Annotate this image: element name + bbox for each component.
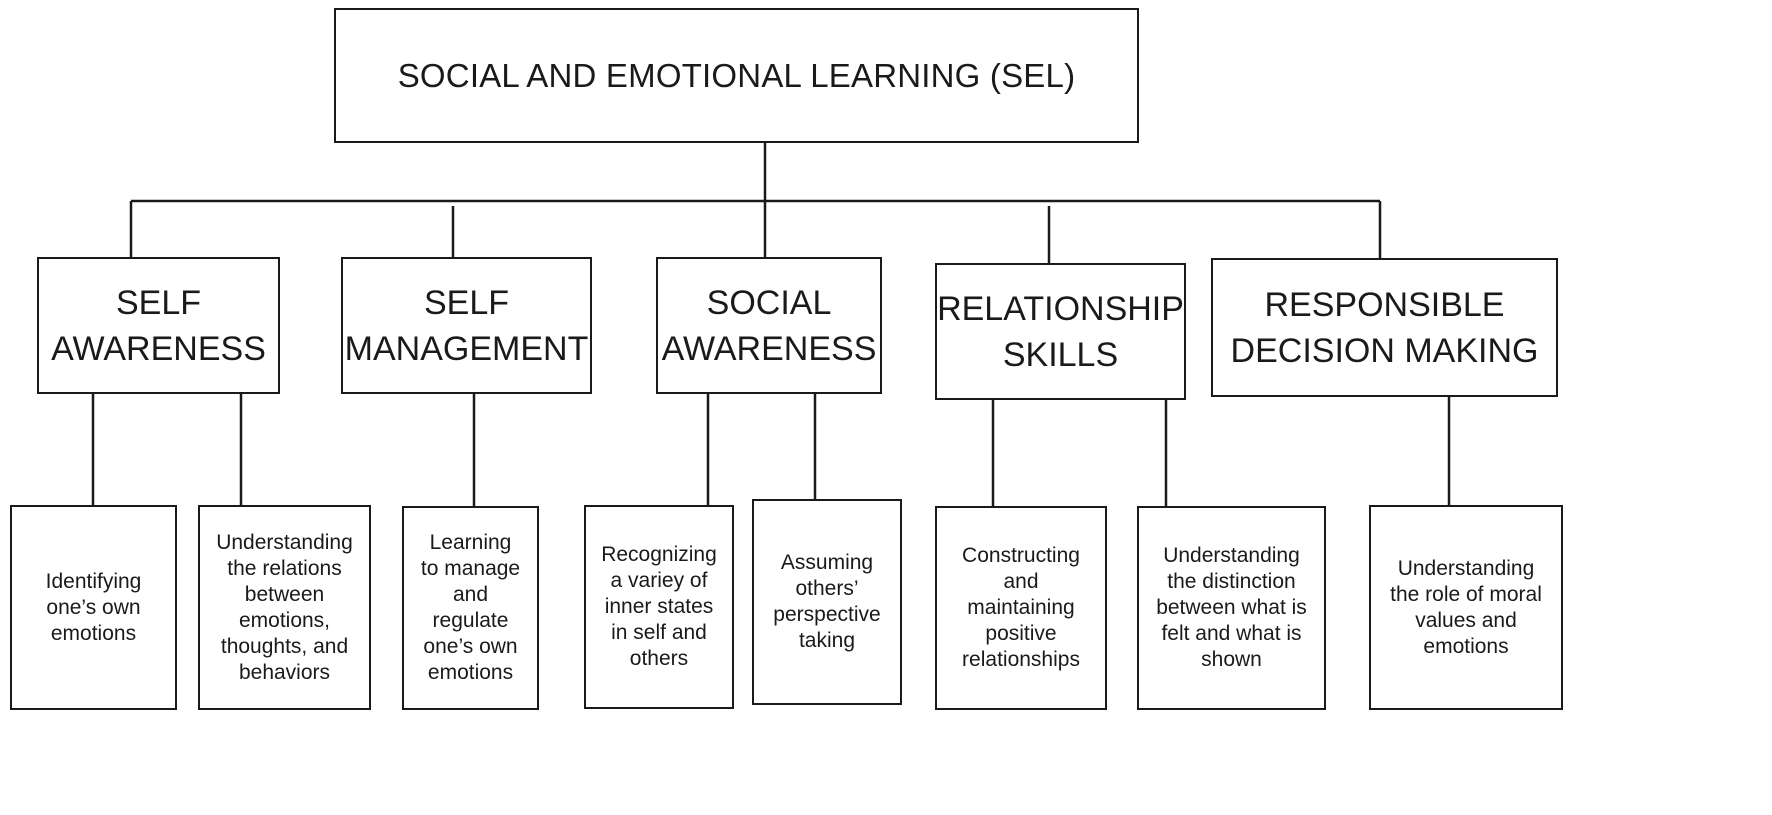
- leaf-box-learning-to-manage: Learning to manage and regulate one’s ow…: [402, 506, 539, 710]
- category-label: SOCIAL AWARENESS: [661, 283, 877, 368]
- leaf-label: Learning to manage and regulate one’s ow…: [420, 531, 521, 684]
- leaf-label: Understanding the distinction between wh…: [1156, 544, 1307, 671]
- category-box-social-awareness: SOCIAL AWARENESS: [656, 257, 882, 394]
- leaf-label: Understanding the relations between emot…: [216, 530, 353, 684]
- leaf-box-constructing-relationships: Constructing and maintaining positive re…: [935, 506, 1107, 710]
- category-box-self-management: SELF MANAGEMENT: [341, 257, 592, 394]
- leaf-box-distinction-felt-shown: Understanding the distinction between wh…: [1137, 506, 1326, 710]
- leaf-box-assuming-perspective: Assuming others’ perspective taking: [752, 499, 902, 705]
- leaf-label: Recognizing a variey of inner states in …: [601, 543, 717, 670]
- root-box: SOCIAL AND EMOTIONAL LEARNING (SEL): [334, 8, 1139, 143]
- leaf-box-recognizing-states: Recognizing a variey of inner states in …: [584, 505, 734, 709]
- leaf-label: Identifying one’s own emotions: [45, 569, 142, 645]
- root-label: SOCIAL AND EMOTIONAL LEARNING (SEL): [397, 56, 1076, 94]
- leaf-box-identifying-emotions: Identifying one’s own emotions: [10, 505, 177, 710]
- category-label: SELF MANAGEMENT: [344, 283, 589, 368]
- leaf-box-role-of-moral-values: Understanding the role of moral values a…: [1369, 505, 1563, 710]
- category-box-relationship-skills: RELATIONSHIP SKILLS: [935, 263, 1186, 400]
- category-label: RELATIONSHIP SKILLS: [937, 289, 1184, 374]
- leaf-box-understanding-relations: Understanding the relations between emot…: [198, 505, 371, 710]
- category-box-responsible-decision-making: RESPONSIBLE DECISION MAKING: [1211, 258, 1558, 397]
- category-label: RESPONSIBLE DECISION MAKING: [1230, 285, 1539, 370]
- category-box-self-awareness: SELF AWARENESS: [37, 257, 280, 394]
- category-label: SELF AWARENESS: [51, 283, 266, 368]
- leaf-label: Understanding the role of moral values a…: [1390, 556, 1542, 658]
- leaf-label: Assuming others’ perspective taking: [773, 551, 881, 652]
- leaf-label: Constructing and maintaining positive re…: [962, 544, 1080, 671]
